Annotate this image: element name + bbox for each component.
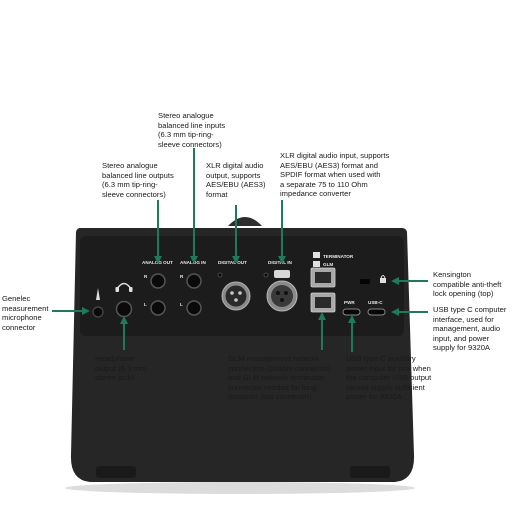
arrow-usbc [391,308,399,316]
pwr-text: PWR [344,300,355,305]
analog-out-r-jack[interactable] [150,273,166,289]
foot-right [350,466,390,478]
label-mic: Genelec measurement microphone connector [2,294,49,332]
headphone-icon-cup-right [129,287,133,292]
terminator-icon [313,252,320,258]
arrow-headphone [120,316,128,324]
headphone-jack[interactable] [115,300,133,318]
analog-in-r-text: R [180,274,184,279]
label-analog-out: Stereo analogue balanced line outputs (6… [102,161,174,199]
label-kensington: Kensington compatible anti-theft lock op… [433,270,502,299]
lock-icon [380,278,386,283]
arrow-analog-in [190,256,198,264]
label-pwr: USB type C auxiliary power input for use… [346,354,432,402]
terminator-text: TERMINATOR [323,254,354,259]
analog-in-text: ANALOG IN [180,260,206,265]
xlr-out-inner [225,285,247,307]
lock-icon-shackle [380,275,386,279]
xlr-out-screw [217,272,223,278]
analog-out-l-text: L [144,302,147,307]
usb-c-computer-port[interactable] [367,308,386,316]
headphone-icon-cup-left [115,287,119,292]
xlr-in-inner [271,285,293,307]
xlr-in-screw [263,272,269,278]
microphone-icon [96,288,100,300]
xlr-out-pin-1 [230,291,234,295]
foot-left [96,466,136,478]
analog-out-l-jack[interactable] [150,300,166,316]
xlr-in-hole-1 [276,291,280,295]
label-usbc: USB type C computer interface, used for … [433,305,507,353]
kensington-slot[interactable] [360,279,370,284]
label-glm: GLM management network connection (botto… [228,354,331,402]
xlr-in-hole-2 [284,291,288,295]
arrow-glm [318,312,326,320]
xlr-in-hole-3 [280,298,284,302]
leader-lines [52,148,428,352]
rj45-terminator-opening [315,272,331,283]
arrow-pwr [348,315,356,323]
volume-knob [228,217,262,226]
analog-in-l-text: L [180,302,183,307]
label-headphone: Headphone output (6.3 mm stereo jack) [95,354,147,383]
label-xlr-in: XLR digital audio input, supports AES/EB… [280,151,390,199]
arrow-mic [82,307,90,315]
arrow-kensington [391,277,399,285]
usbc-text: USB-C [368,300,383,305]
arrow-xlr-in [278,256,286,264]
mic-jack[interactable] [92,306,104,318]
xlr-out-pin-2 [238,291,242,295]
arrow-xlr-out [232,256,240,264]
xlr-out-pin-3 [234,298,238,302]
xlr-in-release-latch[interactable] [274,270,290,278]
rj45-glm-opening [315,297,331,308]
analog-in-l-jack[interactable] [186,300,202,316]
usb-c-pwr-port[interactable] [342,308,361,316]
glm-icon [313,261,320,267]
label-xlr-out: XLR digital audio output, supports AES/E… [206,161,266,199]
label-analog-in: Stereo analogue balanced line inputs (6.… [158,111,226,149]
device-shadow [65,482,415,494]
digital-in-text: DIGITAL IN [268,260,293,265]
analog-in-r-jack[interactable] [186,273,202,289]
arrow-analog-out [154,256,162,264]
digital-out-text: DIGITAL OUT [218,260,247,265]
glm-text: GLM [323,262,333,267]
analog-out-r-text: R [144,274,148,279]
